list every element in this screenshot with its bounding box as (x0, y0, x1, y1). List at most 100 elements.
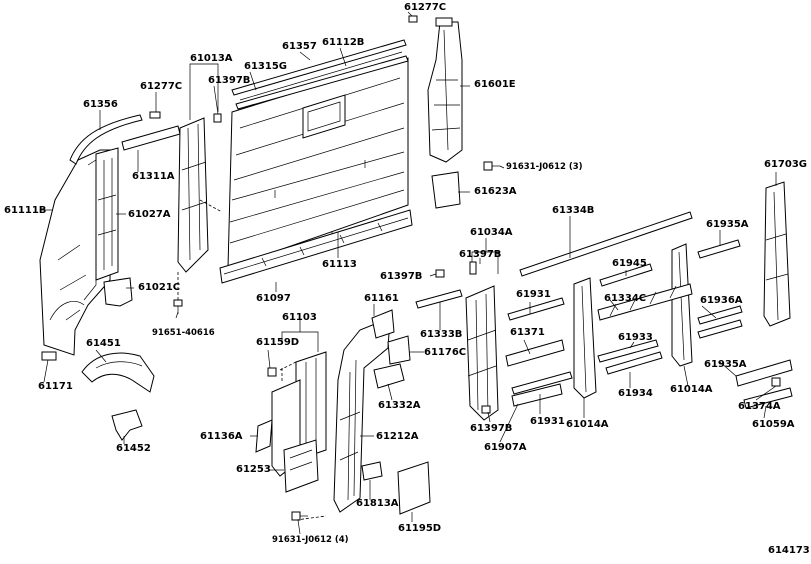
label-61315G: 61315G (244, 61, 287, 72)
bracket-61332A (373, 363, 405, 389)
label-61703G: 61703G (764, 159, 807, 170)
rail-61907A (511, 383, 563, 407)
leader-lines (40, 11, 777, 535)
bracket-61623A (431, 171, 461, 209)
label-61097: 61097 (256, 293, 291, 304)
label-61332A: 61332A (378, 400, 421, 411)
label-61945: 61945 (612, 258, 647, 269)
pillar-61013A (177, 117, 223, 273)
pillar-61703G (763, 181, 791, 327)
bracket-61161 (371, 309, 395, 339)
label-61034A: 61034A (470, 227, 513, 238)
bracket-61452 (111, 409, 143, 441)
clip-61159D (267, 367, 277, 377)
clip-61397B-top (213, 113, 222, 123)
label-61813A: 61813A (356, 498, 399, 509)
bolt-91651 (173, 299, 183, 314)
label-61112B: 61112B (322, 37, 365, 48)
label-61397B-bot: 61397B (470, 423, 513, 434)
clip-61277C-top (408, 15, 418, 23)
label-61936A: 61936A (700, 295, 743, 306)
clip-61397B-bot (481, 405, 491, 414)
label-61374A: 61374A (738, 401, 781, 412)
label-61935A-bot: 61935A (704, 359, 747, 370)
sill-61097 (219, 209, 413, 284)
label-61176C: 61176C (424, 347, 467, 358)
rail-61334C (597, 283, 693, 321)
label-91651: 91651-40616 (152, 328, 215, 338)
label-61935A-top: 61935A (706, 219, 749, 230)
label-61931-top: 61931 (516, 289, 551, 300)
bolt-91631-3 (483, 161, 500, 171)
label-61397B-left: 61397B (380, 271, 423, 282)
label-61601E: 61601E (474, 79, 516, 90)
rail-61059A (743, 387, 793, 409)
label-91631-4: 91631-J0612 (4) (272, 535, 349, 545)
label-61934: 61934 (618, 388, 653, 399)
label-61027A: 61027A (128, 209, 171, 220)
bracket-61813A (361, 461, 383, 481)
label-91631-3: 91631-J0612 (3) (506, 162, 583, 172)
bolt-91631-4 (291, 511, 308, 521)
label-61136A: 61136A (200, 431, 243, 442)
label-61014A-right: 61014A (670, 384, 713, 395)
roof-rails (231, 39, 409, 110)
rail-61933 (597, 339, 659, 363)
label-61277C-left: 61277C (140, 81, 183, 92)
label-61014A-mid: 61014A (566, 419, 609, 430)
pillar-61014A-mid (573, 277, 597, 399)
clip-61397B-left (435, 269, 445, 278)
rail-61935A-top (697, 239, 741, 259)
label-61311A: 61311A (132, 171, 175, 182)
rail-61935A-bot (735, 359, 793, 387)
label-61253: 61253 (236, 464, 271, 475)
label-61357: 61357 (282, 41, 317, 52)
pillar-61212A (333, 317, 391, 513)
label-61195D: 61195D (398, 523, 442, 534)
label-61371: 61371 (510, 327, 545, 338)
rail-61334B (519, 211, 693, 277)
label-61334B: 61334B (552, 205, 595, 216)
label-61013A: 61013A (190, 53, 233, 64)
label-61907A: 61907A (484, 442, 527, 453)
rail-61356 (69, 114, 143, 165)
inner-pillar-61027A (95, 147, 119, 281)
bracket-61021C (103, 277, 133, 307)
side-panel-61113 (227, 57, 409, 269)
label-61356: 61356 (83, 99, 118, 110)
pillar-61034A (465, 285, 499, 421)
label-61059A: 61059A (752, 419, 795, 430)
label-61452: 61452 (116, 443, 151, 454)
rail-61931-top (507, 297, 565, 321)
label-61451: 61451 (86, 338, 121, 349)
rail-61936A-2 (697, 319, 743, 339)
label-61103: 61103 (282, 312, 317, 323)
label-61212A: 61212A (376, 431, 419, 442)
bracket-61176C (387, 335, 411, 365)
panel-61253 (283, 439, 319, 493)
label-61171: 61171 (38, 381, 73, 392)
label-61931-bot: 61931 (530, 416, 565, 427)
bracket-61136A (255, 419, 273, 453)
wheel-arch-61451 (81, 352, 155, 393)
diagram-id: 614173 (768, 545, 810, 556)
label-61397B-mid: 61397B (459, 249, 502, 260)
pillar-61601E (427, 17, 463, 163)
rail-61934 (605, 351, 663, 375)
label-61397B-top: 61397B (208, 75, 251, 86)
rail-61371 (505, 339, 565, 367)
rail-61936A-1 (697, 305, 743, 325)
label-61334C: 61334C (604, 293, 647, 304)
clip-61277C-left (149, 111, 161, 119)
label-61111B: 61111B (4, 205, 47, 216)
label-61113: 61113 (322, 259, 357, 270)
label-61161: 61161 (364, 293, 399, 304)
label-61159D: 61159D (256, 337, 300, 348)
panel-61195D (397, 461, 431, 515)
label-61623A: 61623A (474, 186, 517, 197)
label-61333B: 61333B (420, 329, 463, 340)
label-61277C-top: 61277C (404, 2, 447, 13)
clip-61374A (771, 377, 781, 387)
